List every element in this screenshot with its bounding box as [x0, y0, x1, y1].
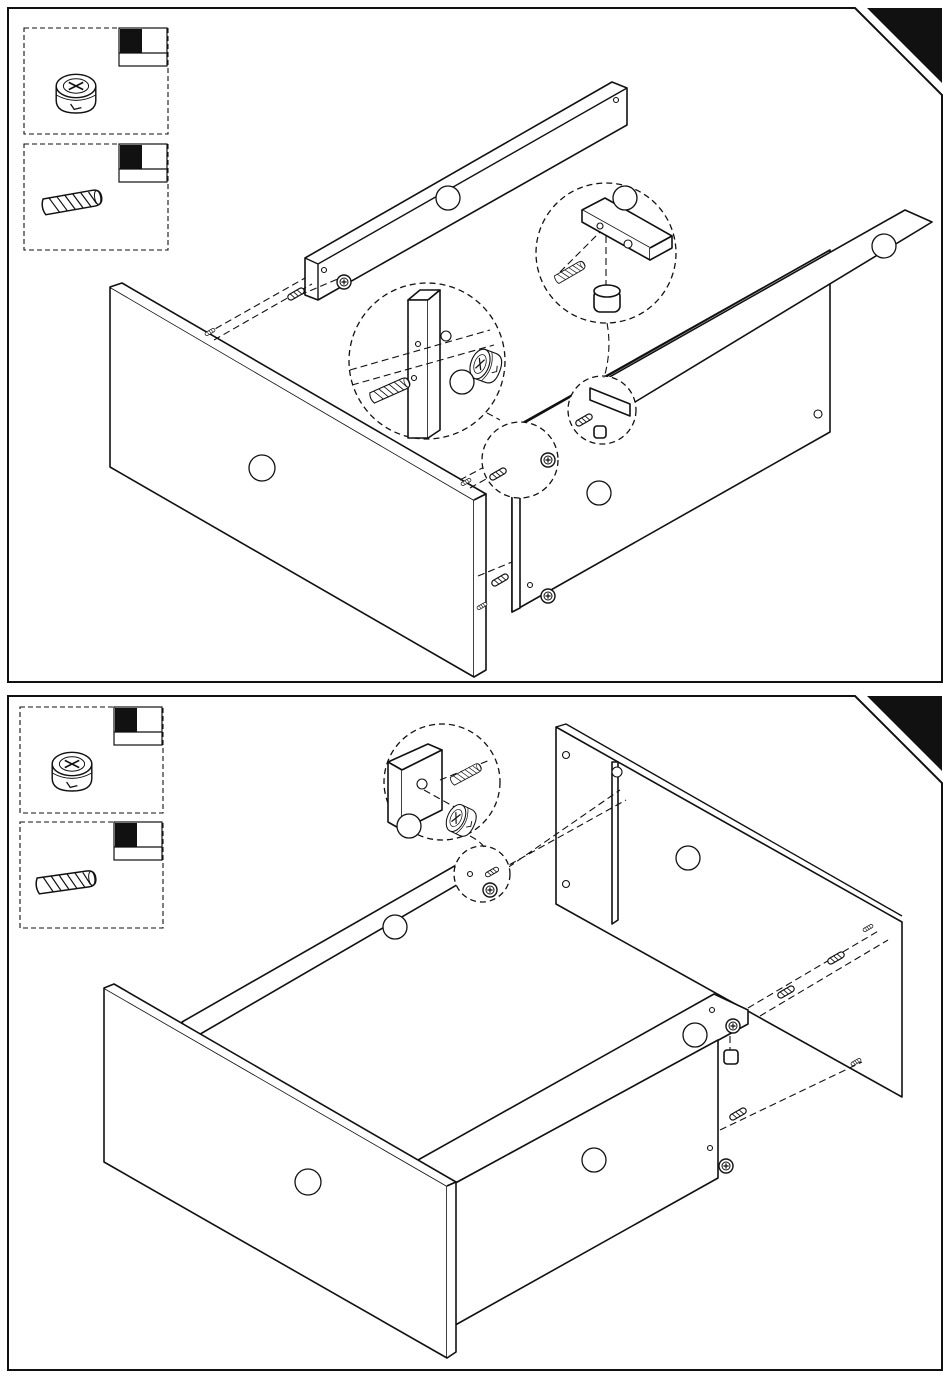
step-two-panel — [8, 696, 942, 1370]
step-two-corner-tab — [867, 696, 942, 771]
step-one-panel — [8, 8, 942, 682]
cam-lock-icon — [52, 752, 92, 791]
callout-circle — [249, 455, 275, 481]
callout-circle — [450, 370, 474, 394]
callout-circle — [383, 915, 407, 939]
callout-circle — [683, 1023, 707, 1047]
step-one-corner-tab — [867, 8, 942, 83]
detail-circle — [454, 846, 510, 902]
part-quantity-marker — [119, 28, 167, 66]
callout-circle — [587, 481, 611, 505]
part-quantity-marker — [119, 144, 167, 182]
drawer-slide-rail — [612, 762, 618, 924]
drawer-front-panel — [104, 984, 456, 1358]
back-rail — [182, 848, 486, 1040]
cam-lock-icon — [56, 74, 96, 113]
callout-circle — [676, 846, 700, 870]
drawer-side-panel — [418, 994, 748, 1328]
part-quantity-marker — [114, 822, 162, 860]
callout-circle — [582, 1148, 606, 1172]
callout-circle — [613, 186, 637, 210]
part-quantity-marker — [114, 707, 162, 745]
callout-circle — [872, 234, 896, 258]
callout-circle — [295, 1169, 321, 1195]
callout-circle — [436, 186, 460, 210]
callout-circle — [397, 814, 421, 838]
cabinet-side-panel — [556, 724, 902, 1097]
